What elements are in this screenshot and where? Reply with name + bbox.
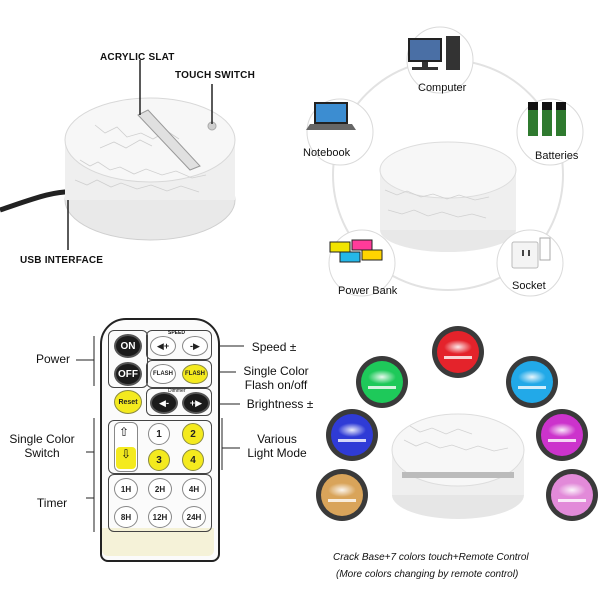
speed-group [146,330,212,360]
power-label: Power [35,352,70,366]
power-bank-icon [329,239,383,263]
color-cycle-button[interactable]: ⇧ ⇩ [114,422,138,472]
brightness-up-button[interactable]: +▶ [182,392,210,414]
color-mode-group [108,420,212,474]
socket-label: Socket [512,280,546,292]
flash-label: Single Color Flash on/off [243,364,309,392]
timer-12h-button[interactable]: 12H [148,506,172,528]
speed-group-label: SPEED [168,330,185,336]
off-button[interactable]: OFF [114,362,142,386]
color-variant-base [536,409,588,461]
timer-4h-button[interactable]: 4H [182,478,206,500]
flash-button-1[interactable]: FLASH [150,364,176,384]
remote-connector-lines [76,336,244,532]
touch-switch-label: TOUCH SWITCH [175,70,255,81]
color-variant-base [326,409,378,461]
caption-sub: (More colors changing by remote control) [336,569,519,580]
acrylic-slat-label: ACRYLIC SLAT [100,52,175,63]
brightness-label: Brightness ± [246,397,314,411]
color-variant-base [506,356,558,408]
remote-bottom-strip [102,528,214,556]
color-variant-base [356,356,408,408]
speed-down-button[interactable]: ◀+ [150,336,176,356]
single-color-switch-label: Single Color Switch [9,432,75,460]
laptop-icon [306,102,356,130]
dimmer-group-label: Dimmer [168,388,186,394]
timer-1h-button[interactable]: 1H [114,478,138,500]
various-modes-label: Various Light Mode [247,432,307,460]
socket-icon [511,237,551,269]
usb-interface-label: USB INTERFACE [20,255,104,266]
power-bank-label: Power Bank [338,285,398,297]
reset-button[interactable]: Reset [114,390,142,414]
color-variants [316,326,598,521]
dimmer-group [146,388,212,416]
caption-main: Crack Base+7 colors touch+Remote Control [333,552,529,563]
base-top [64,97,236,183]
color-variant-base [316,469,368,521]
timer-24h-button[interactable]: 24H [182,506,206,528]
computer-label: Computer [418,82,467,94]
mode-1-button[interactable]: 1 [148,423,170,445]
mode-4-button[interactable]: 4 [182,449,204,471]
arrow-down-icon: ⇩ [116,447,136,469]
flash-group [146,360,212,388]
batteries-label: Batteries [535,150,579,162]
speed-up-button[interactable]: -▶ [182,336,208,356]
color-variant-base [432,326,484,378]
timer-group [108,474,212,532]
arrow-up-icon: ⇧ [119,425,130,439]
lamp-base-illustration [0,60,236,250]
usb-cable [0,189,76,213]
timer-2h-button[interactable]: 2H [148,478,172,500]
computer-icon [408,36,460,70]
color-variant-base [546,469,598,521]
power-group [108,330,148,388]
acrylic-slot [137,109,201,171]
timer-8h-button[interactable]: 8H [114,506,138,528]
notebook-label: Notebook [303,147,351,159]
speed-label: Speed ± [251,340,297,354]
batteries-icon [528,102,566,136]
power-ring [306,26,584,297]
timer-label: Timer [36,496,68,510]
flash-button-2[interactable]: FLASH [182,364,208,384]
mode-3-button[interactable]: 3 [148,449,170,471]
brightness-down-button[interactable]: ◀- [150,392,178,414]
mode-2-button[interactable]: 2 [182,423,204,445]
on-button[interactable]: ON [114,334,142,358]
